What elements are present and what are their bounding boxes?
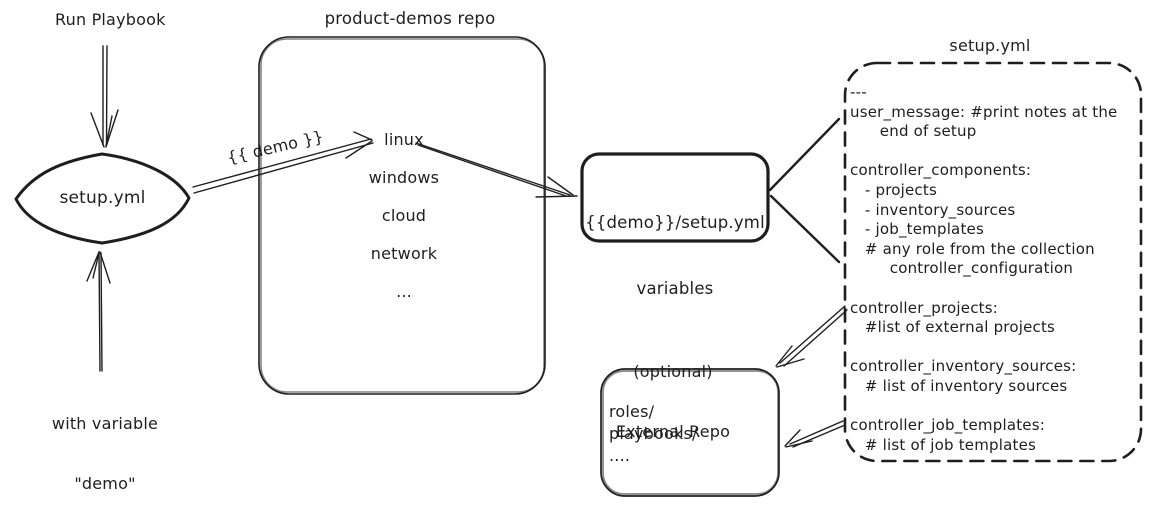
- arrow-projects-to-external-repo: [775, 305, 848, 368]
- with-variable-line2: "demo": [74, 474, 136, 493]
- product-demos-repo-box: [258, 36, 546, 395]
- yaml-line: [850, 279, 1135, 299]
- external-repo-item: playbooks/: [609, 424, 698, 443]
- with-variable-line1: with variable: [51, 414, 159, 433]
- yaml-line: # any role from the collection: [850, 239, 1095, 258]
- yaml-line: [850, 397, 1135, 417]
- external-repo-label-line1: (optional): [633, 362, 713, 381]
- setup-yml-diamond: [14, 152, 191, 245]
- yaml-line: #list of external projects: [850, 318, 1056, 337]
- yaml-line: - inventory_sources: [850, 200, 1016, 219]
- arrow-job-templates-to-external-repo: [784, 420, 846, 448]
- variables-box-label: {{demo}}/setup.yml variables: [582, 168, 768, 344]
- yaml-line: # list of inventory sources: [850, 376, 1068, 395]
- variables-box-line1: {{demo}}/setup.yml: [585, 213, 765, 232]
- with-variable-label: with variable "demo": [38, 374, 172, 505]
- setup-yml-file-content: ---user_message: #print notes at the end…: [850, 83, 1135, 455]
- variables-box-line2: variables: [636, 279, 714, 298]
- repo-item: cloud: [381, 206, 427, 225]
- yaml-line: controller_projects:: [850, 298, 998, 317]
- external-repo-box: [600, 368, 780, 497]
- yaml-line: - projects: [850, 180, 937, 199]
- setup-yml-file-title: setup.yml: [949, 36, 1031, 55]
- external-repo-label-line2: External Repo: [615, 422, 731, 441]
- arrow-with-variable-to-setup: [86, 251, 111, 372]
- repo-item: windows: [368, 168, 440, 187]
- yaml-line: end of setup: [850, 122, 977, 141]
- setup-yml-diamond-label: setup.yml: [59, 188, 146, 208]
- repo-item: network: [370, 244, 438, 263]
- yaml-line: controller_components:: [850, 161, 1032, 180]
- yaml-line: [850, 338, 1135, 358]
- yaml-line: controller_job_templates:: [850, 416, 1046, 435]
- external-repo-label: (optional) External Repo: [598, 322, 748, 482]
- yaml-line: # list of job templates: [850, 435, 1037, 454]
- run-playbook-label: Run Playbook: [55, 10, 166, 29]
- yaml-line: ---: [850, 83, 867, 101]
- arrow-demo-to-linux: [192, 131, 374, 194]
- product-demos-repo-title: product-demos repo: [324, 9, 496, 28]
- yaml-line: user_message: #print notes at the: [850, 102, 1118, 121]
- repo-item: linux: [384, 130, 424, 149]
- arrow-linux-to-variables: [415, 142, 578, 198]
- external-repo-items: roles/playbooks/....: [609, 401, 769, 467]
- yaml-line: controller_inventory_sources:: [850, 357, 1077, 376]
- yaml-line: controller_configuration: [850, 259, 1074, 278]
- connector-variables-to-setupyml: [768, 117, 841, 264]
- setup-yml-file-box: [843, 61, 1143, 463]
- external-repo-item: roles/: [609, 402, 655, 421]
- yaml-line: - job_templates: [850, 220, 984, 239]
- external-repo-item: ....: [609, 446, 631, 465]
- yaml-line: [850, 142, 1135, 162]
- repo-item: ...: [396, 282, 412, 301]
- arrow-run-playbook-to-setup: [90, 45, 119, 148]
- product-demos-repo-items: linux windows cloud network...: [329, 121, 479, 311]
- variables-box: [580, 152, 770, 243]
